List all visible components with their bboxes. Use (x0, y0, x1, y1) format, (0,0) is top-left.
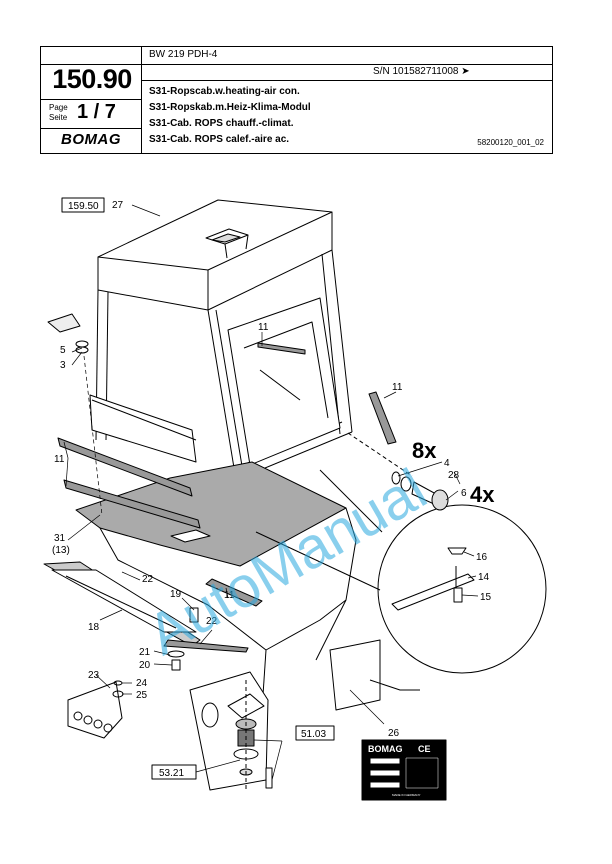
window-pane (43, 561, 249, 653)
callout: 27 (112, 200, 124, 211)
chassis (99, 507, 420, 791)
callout: 23 (88, 670, 100, 681)
header-divider (41, 99, 141, 100)
callout: 18 (88, 622, 100, 633)
callout: 11 (224, 590, 235, 601)
callout: 6 (461, 488, 467, 499)
seal-strips (57, 342, 397, 607)
leader-lines (63, 204, 479, 781)
fasteners (47, 313, 199, 698)
callout: 11 (258, 322, 269, 333)
callout: 22 (206, 616, 218, 627)
callout: 16 (476, 552, 488, 563)
title-en: S31-Ropscab.w.heating-air con. (149, 86, 300, 97)
ce-mark: CE (418, 744, 431, 754)
callout: 11 (54, 454, 65, 465)
title-es: S31-Cab. ROPS calef.-aire ac. (149, 134, 290, 145)
quantity-4x: 4x (470, 482, 495, 507)
header-divider (141, 47, 142, 153)
part-titles: S31-Ropscab.w.heating-air con. S31-Ropsk… (149, 84, 311, 148)
drawing-id: 58200120_001_02 (477, 138, 544, 147)
callout: 28 (448, 470, 460, 481)
title-de: S31-Ropskab.m.Heiz-Klima-Modul (149, 102, 311, 113)
title-fr: S31-Cab. ROPS chauff.-climat. (149, 118, 294, 129)
ref-label: 53.21 (159, 768, 184, 779)
callout: 24 (136, 678, 148, 689)
ref-label: 159.50 (68, 201, 99, 212)
hinge-hardware (347, 432, 449, 511)
rubber-mount (227, 680, 273, 790)
callout: 3 (60, 360, 66, 371)
machine-model: BW 219 PDH-4 (149, 49, 218, 60)
callout: 22 (142, 574, 154, 585)
callout: 26 (388, 728, 400, 739)
ref-box-159-50 (61, 197, 105, 213)
header-box: BW 219 PDH-4 S/N 101582711008 ➤ 150.90 P… (40, 46, 553, 154)
callout: 19 (170, 589, 182, 600)
quantity-8x: 8x (412, 438, 437, 463)
header-divider (41, 128, 141, 129)
detail-magnifier (255, 469, 547, 674)
bracket (67, 681, 123, 739)
callout: 21 (139, 647, 151, 658)
callout: 31 (54, 533, 66, 544)
bomag-logo: BOMAG (61, 131, 121, 148)
ref-box-53-21 (151, 764, 197, 780)
callout: 15 (480, 592, 492, 603)
cab-frame (89, 249, 353, 481)
callout: 4 (444, 458, 450, 469)
callout: 5 (60, 345, 66, 356)
plate-footer: MADE IN GERMANY (392, 793, 421, 797)
callout: 25 (136, 690, 148, 701)
plate-logo: BOMAG (368, 744, 403, 754)
callout: (13) (52, 545, 70, 556)
callout: 14 (478, 572, 490, 583)
page-label: Page Seite (49, 103, 68, 122)
header-divider (141, 80, 552, 81)
floor-panel (75, 461, 347, 567)
serial-number: S/N 101582711008 ➤ (373, 66, 470, 77)
cab-roof (97, 199, 333, 311)
callout: 11 (392, 382, 403, 393)
page-number: 150.90 (52, 64, 132, 94)
page-count: 1 / 7 (77, 101, 116, 123)
ref-label: 51.03 (301, 729, 326, 740)
callout: 20 (139, 660, 151, 671)
exploded-drawing: 159.50 51.03 53.21 27 11 11 11 11 5 3 31… (43, 197, 547, 801)
ref-box-51-03 (295, 725, 335, 741)
data-plate (361, 739, 447, 801)
header-divider (41, 64, 552, 65)
